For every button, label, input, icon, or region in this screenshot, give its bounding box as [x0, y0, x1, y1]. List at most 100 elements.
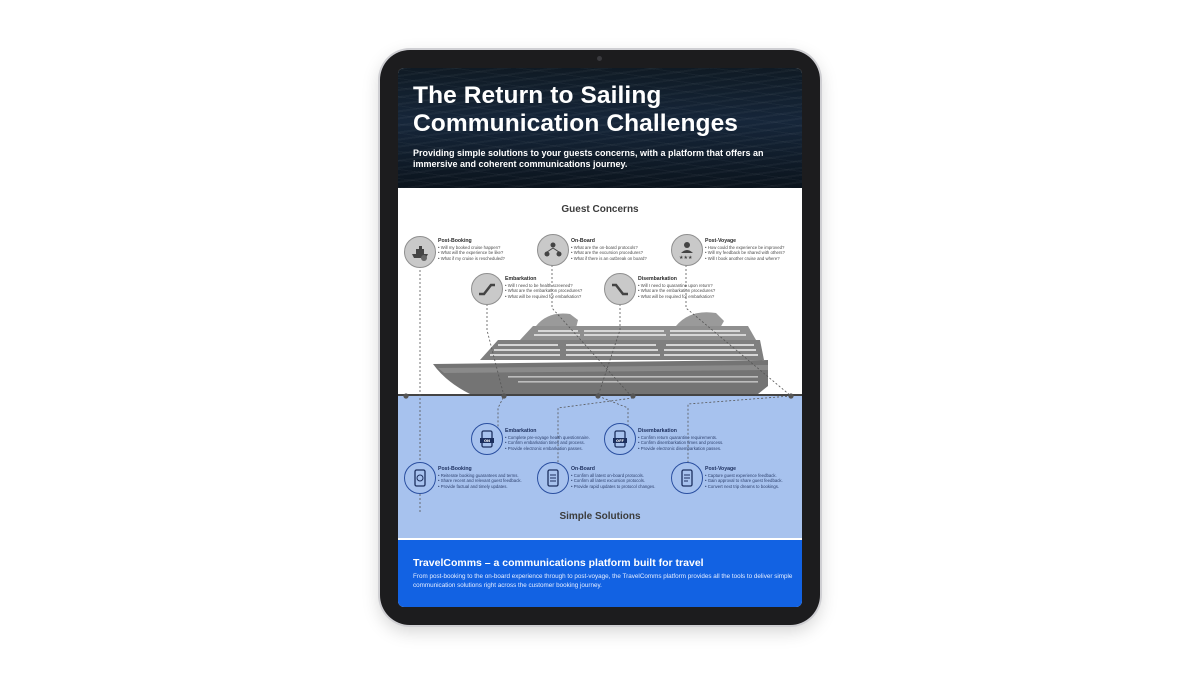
concern-point-text: Will my feedback be shared with others? — [707, 250, 785, 256]
solution-point-text: Gain approval to share guest feedback. — [707, 478, 783, 484]
footer-text: From post-booking to the on-board experi… — [413, 573, 793, 589]
mobile-phone-icon — [537, 462, 569, 494]
mobile-phone-icon — [404, 462, 436, 494]
solution-title: Disembarkation — [638, 428, 677, 434]
solution-point: • Provide electronic disembarkation pass… — [638, 446, 722, 452]
concern-point-text: What are the excursion procedures? — [573, 250, 643, 256]
svg-text:★★★: ★★★ — [679, 255, 693, 261]
ship-upper-deck — [520, 326, 756, 340]
page-title: The Return to Sailing Communication Chal… — [413, 82, 793, 138]
concern-title: On-Board — [571, 238, 595, 244]
ship-funnel-front — [536, 313, 578, 328]
mobile-phone-icon: OFF — [604, 423, 636, 455]
solution-point-text: Provide electronic disembarkation passes… — [640, 446, 722, 452]
solution-point: • Provide factual and timely updates. — [438, 484, 508, 490]
concern-point: • What will the experience be like? — [438, 250, 504, 256]
concern-point-text: What will be required for embarkation? — [640, 294, 715, 300]
waterline — [398, 394, 802, 396]
concern-point-text: Will my booked cruise happen? — [440, 244, 501, 250]
solution-on-board: On-Board • Confirm all latest on-board p… — [571, 466, 701, 490]
solution-post-voyage: Post-Voyage • Capture guest experience f… — [705, 466, 801, 490]
concern-point-text: What will the experience be like? — [440, 250, 504, 256]
solution-point-text: Reiterate booking guarantees and terms. — [440, 472, 519, 478]
concern-on-board: On-Board • What are the on-board protoco… — [571, 238, 701, 262]
concern-title: Post-Booking — [438, 238, 472, 244]
ship-icon — [404, 236, 436, 268]
concern-post-voyage: Post-Voyage • How could the experience b… — [705, 238, 801, 262]
solution-point: • Confirm return quarantine requirements… — [638, 434, 718, 440]
solution-title: Post-Booking — [438, 466, 472, 472]
infographic-screen: The Return to Sailing Communication Chal… — [398, 68, 802, 607]
solution-point-text: Confirm return quarantine requirements. — [640, 434, 718, 440]
solution-point: • Reiterate booking guarantees and terms… — [438, 472, 519, 478]
page-subtitle: Providing simple solutions to your guest… — [413, 148, 764, 169]
concern-point: • What if there is an outbreak on board? — [571, 256, 647, 262]
escalator-up-icon — [471, 273, 503, 305]
tablet-frame: The Return to Sailing Communication Chal… — [380, 50, 820, 625]
solution-point: • Capture guest experience feedback. — [705, 472, 777, 478]
concern-point-text: Will I need to be health screened? — [507, 282, 573, 288]
hero-banner: The Return to Sailing Communication Chal… — [398, 68, 802, 188]
title-line-2: Communication Challenges — [413, 110, 739, 137]
solution-title: Post-Voyage — [705, 466, 737, 472]
solution-point-text: Share recent and relevant guest feedback… — [440, 478, 522, 484]
concern-point-text: What if my cruise is rescheduled? — [440, 256, 505, 262]
concern-point: • Will I need to be health screened? — [505, 282, 573, 288]
concern-point: • Will I book another cruise and where? — [705, 256, 780, 262]
solution-point: • Confirm all latest excursion protocols… — [571, 478, 646, 484]
concern-point-text: Will I book another cruise and where? — [707, 256, 780, 262]
concern-point: • What if my cruise is rescheduled? — [438, 256, 505, 262]
solution-point-text: Capture guest experience feedback. — [707, 472, 777, 478]
concern-point-text: What are the on-board protocols? — [573, 244, 638, 250]
solution-point: • Share recent and relevant guest feedba… — [438, 478, 522, 484]
solution-point: • Confirm all latest on-board protocols. — [571, 472, 644, 478]
concern-point-text: What will be required for embarkation? — [507, 294, 582, 300]
simple-solutions-heading: Simple Solutions — [559, 511, 641, 522]
escalator-down-icon — [604, 273, 636, 305]
concern-point: • What are the embarkation procedures? — [505, 288, 583, 294]
concern-point: • What will be required for embarkation? — [505, 294, 582, 300]
solution-point-text: Confirm embarkation times and process. — [507, 440, 585, 446]
solution-title: On-Board — [571, 466, 595, 472]
solution-point-text: Provide rapid updates to protocol change… — [573, 484, 656, 490]
concern-point: • What are the on-board protocols? — [571, 244, 638, 250]
solution-point-text: Confirm all latest excursion protocols. — [573, 478, 646, 484]
concern-point-text: What if there is an outbreak on board? — [573, 256, 647, 262]
solution-point-text: Confirm disembarkation times and process… — [640, 440, 724, 446]
solution-point: • Gain approval to share guest feedback. — [705, 478, 783, 484]
concern-point: • Will my booked cruise happen? — [438, 244, 501, 250]
cruise-ship-illustration — [433, 312, 768, 394]
title-line-1: The Return to Sailing — [413, 82, 662, 109]
concern-point: • How could the experience be improved? — [705, 244, 785, 250]
concern-disembarkation: Disembarkation • Will I need to quaranti… — [638, 276, 768, 300]
solution-point-text: Provide factual and timely updates. — [440, 484, 508, 490]
solution-point-text: Complete pre-voyage health questionnaire… — [507, 434, 590, 440]
footer-banner: TravelComms – a communications platform … — [398, 540, 802, 607]
ship-funnel-rear — [676, 312, 724, 328]
rating-person-icon: ★★★ — [671, 234, 703, 266]
concern-point: • Will my feedback be shared with others… — [705, 250, 785, 256]
solution-point: • Provide rapid updates to protocol chan… — [571, 484, 656, 490]
concern-point: • What will be required for embarkation? — [638, 294, 715, 300]
solution-post-booking: Post-Booking • Reiterate booking guarant… — [438, 466, 568, 490]
concern-point-text: What are the embarkation procedures? — [507, 288, 583, 294]
solution-point: • Complete pre-voyage health questionnai… — [505, 434, 590, 440]
concern-point-text: What are the embarkation procedures? — [640, 288, 716, 294]
concern-title: Disembarkation — [638, 276, 677, 282]
guest-concerns-heading: Guest Concerns — [561, 204, 639, 215]
solution-embarkation: Embarkation • Complete pre-voyage health… — [505, 428, 635, 452]
solution-point-text: Confirm all latest on-board protocols. — [573, 472, 644, 478]
concern-point: • What are the excursion procedures? — [571, 250, 643, 256]
solution-title: Embarkation — [505, 428, 537, 434]
concern-point: • Will I need to quarantine upon return? — [638, 282, 713, 288]
concern-point: • What are the embarkation procedures? — [638, 288, 716, 294]
concern-title: Post-Voyage — [705, 238, 737, 244]
solution-point: • Confirm embarkation times and process. — [505, 440, 585, 446]
concern-title: Embarkation — [505, 276, 537, 282]
solution-point-text: Convert next trip dreams to bookings. — [707, 484, 780, 490]
solution-point: • Convert next trip dreams to bookings. — [705, 484, 780, 490]
concern-embarkation: Embarkation • Will I need to be health s… — [505, 276, 635, 300]
concern-point-text: How could the experience be improved? — [707, 244, 785, 250]
solution-point: • Provide electronic embarkation passes. — [505, 446, 583, 452]
solution-point: • Confirm disembarkation times and proce… — [638, 440, 724, 446]
